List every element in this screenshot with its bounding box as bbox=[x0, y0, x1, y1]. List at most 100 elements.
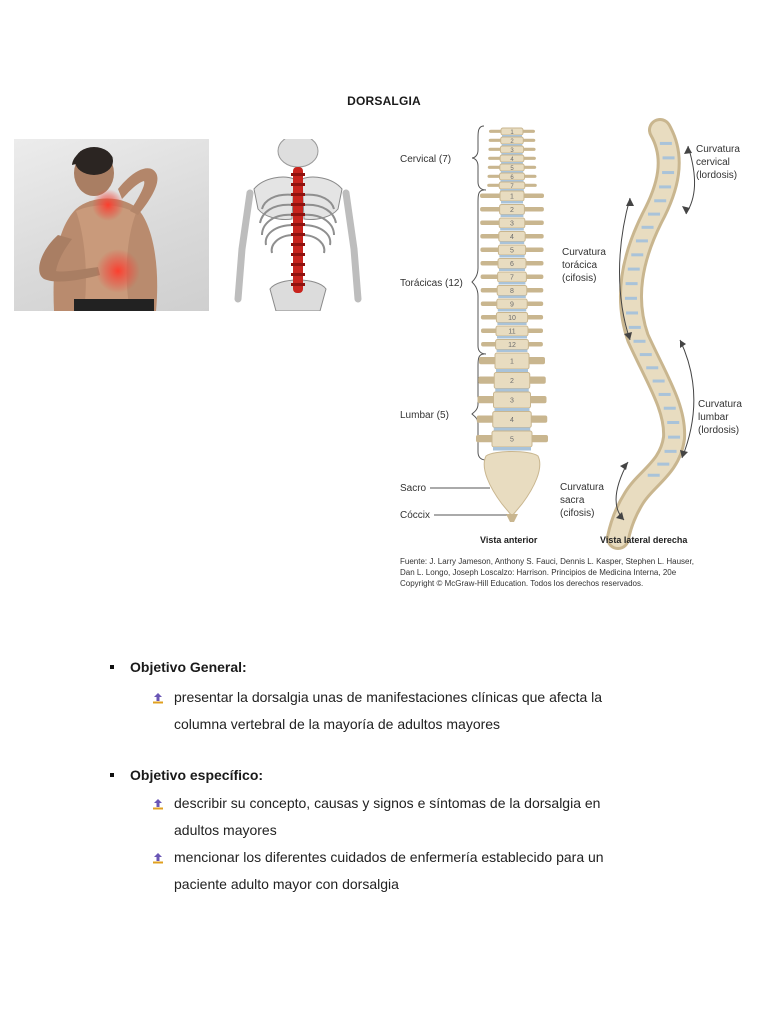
label-coccyx: Cóccix bbox=[400, 510, 430, 521]
lateral-disc bbox=[646, 366, 659, 370]
specific-objective-item: mencionar los diferentes cuidados de enf… bbox=[153, 844, 710, 898]
vertebra-number: 7 bbox=[510, 184, 514, 190]
intervertebral-disc bbox=[501, 144, 523, 147]
intervertebral-disc bbox=[501, 153, 523, 156]
curve-sacral-2: sacra bbox=[560, 495, 585, 506]
lateral-disc bbox=[654, 199, 667, 203]
view-anterior-label: Vista anterior bbox=[480, 535, 538, 545]
lateral-disc bbox=[659, 185, 672, 189]
vertebra-number: 5 bbox=[510, 166, 514, 172]
label-cervical: Cervical (7) bbox=[400, 154, 451, 165]
vertebra-number: 6 bbox=[510, 261, 514, 268]
sacrum-shape bbox=[483, 451, 541, 517]
lateral-disc bbox=[652, 379, 665, 383]
lateral-disc bbox=[664, 449, 677, 453]
intervertebral-disc bbox=[500, 214, 524, 217]
vertebra-number: 1 bbox=[510, 359, 514, 366]
lateral-disc bbox=[668, 435, 681, 439]
label-sacrum: Sacro bbox=[400, 483, 427, 494]
intervertebral-disc bbox=[502, 135, 522, 138]
vertebra-number: 4 bbox=[510, 417, 514, 424]
lateral-disc bbox=[635, 239, 648, 243]
document-title: DORSALGIA bbox=[347, 94, 421, 108]
curve-cervical-3: (lordosis) bbox=[696, 170, 737, 181]
intervertebral-disc bbox=[500, 189, 524, 192]
intervertebral-disc bbox=[499, 241, 525, 244]
lateral-disc bbox=[647, 473, 660, 477]
curve-cervical-2: cervical bbox=[696, 157, 730, 168]
intervertebral-disc bbox=[499, 255, 525, 258]
vertebra-number: 11 bbox=[508, 329, 515, 336]
curve-sacral-3: (cifosis) bbox=[560, 508, 594, 519]
intervertebral-disc bbox=[500, 180, 524, 183]
intervertebral-disc bbox=[500, 171, 524, 174]
curve-lumbar-1: Curvatura bbox=[698, 399, 742, 410]
general-objective-heading: Objetivo General: bbox=[110, 656, 710, 678]
lateral-disc bbox=[633, 339, 646, 343]
lateral-disc bbox=[624, 296, 637, 300]
vertebra-number: 5 bbox=[510, 437, 514, 444]
vertebra-number: 4 bbox=[510, 157, 514, 163]
vertebra-number: 5 bbox=[510, 248, 514, 255]
lateral-disc bbox=[659, 141, 672, 145]
intervertebral-disc bbox=[501, 201, 523, 204]
curve-cervical-1: Curvatura bbox=[696, 144, 740, 155]
curve-thoracic-2: torácica bbox=[562, 260, 597, 271]
vertebra-number: 1 bbox=[510, 194, 514, 201]
intervertebral-disc bbox=[501, 162, 523, 165]
vertebra-number: 6 bbox=[510, 175, 514, 181]
lateral-disc bbox=[657, 462, 670, 466]
lateral-spine bbox=[606, 118, 696, 550]
intervertebral-disc bbox=[496, 369, 528, 373]
view-lateral-label: Vista lateral derecha bbox=[600, 535, 688, 545]
vertebra-number: 4 bbox=[510, 234, 514, 241]
intervertebral-disc bbox=[493, 447, 531, 451]
vertebra-number: 9 bbox=[510, 302, 514, 309]
source-line-3: Copyright © McGraw-Hill Education. Todos… bbox=[400, 579, 643, 588]
vertebra-number: 8 bbox=[510, 288, 514, 295]
curve-lumbar-2: lumbar bbox=[698, 412, 729, 423]
label-thoracic: Torácicas (12) bbox=[400, 278, 463, 289]
lateral-disc bbox=[627, 267, 640, 271]
lateral-disc bbox=[628, 325, 641, 329]
lateral-disc bbox=[662, 156, 675, 160]
lateral-disc bbox=[663, 406, 676, 410]
specific-objective-item: describir su concepto, causas y signos e… bbox=[153, 790, 710, 844]
intervertebral-disc bbox=[493, 427, 531, 431]
vertebra-number: 12 bbox=[508, 342, 516, 349]
specific-objective-heading: Objetivo específico: bbox=[110, 764, 710, 786]
vertebra-number: 10 bbox=[508, 315, 516, 322]
vertebra-number: 7 bbox=[510, 275, 514, 282]
intervertebral-disc bbox=[495, 388, 529, 392]
coccyx-shape bbox=[506, 514, 518, 522]
source-line-1: Fuente: J. Larry Jameson, Anthony S. Fau… bbox=[400, 557, 694, 566]
lateral-disc bbox=[631, 253, 644, 257]
skeleton-spine-image bbox=[234, 139, 368, 311]
objectives-section: Objetivo General: presentar la dorsalgia… bbox=[110, 656, 710, 898]
curve-thoracic-3: (cifosis) bbox=[562, 273, 596, 284]
vertebra-number: 2 bbox=[510, 207, 514, 214]
arrow-bullet-icon bbox=[153, 853, 163, 864]
square-bullet-icon bbox=[110, 773, 114, 777]
arrow-bullet-icon bbox=[153, 693, 163, 704]
intervertebral-disc bbox=[500, 228, 524, 231]
intervertebral-disc bbox=[497, 322, 527, 325]
source-line-2: Dan L. Longo, Joseph Loscalzo: Harrison.… bbox=[400, 568, 677, 577]
intervertebral-disc bbox=[494, 408, 530, 412]
lateral-disc bbox=[626, 311, 639, 315]
vertebra-number: 3 bbox=[510, 398, 514, 405]
arrow-bullet-icon bbox=[153, 799, 163, 810]
vertebra-number: 3 bbox=[510, 148, 514, 154]
lateral-disc bbox=[648, 212, 661, 216]
lateral-disc bbox=[662, 171, 675, 175]
intervertebral-disc bbox=[498, 282, 526, 285]
lateral-disc bbox=[625, 282, 638, 286]
general-objective-item: presentar la dorsalgia unas de manifesta… bbox=[153, 684, 710, 738]
lateral-disc bbox=[641, 225, 654, 229]
back-pain-photo bbox=[14, 139, 209, 311]
intervertebral-disc bbox=[498, 295, 526, 298]
curve-thoracic-1: Curvatura bbox=[562, 247, 606, 258]
vertebra-number: 3 bbox=[510, 221, 514, 228]
